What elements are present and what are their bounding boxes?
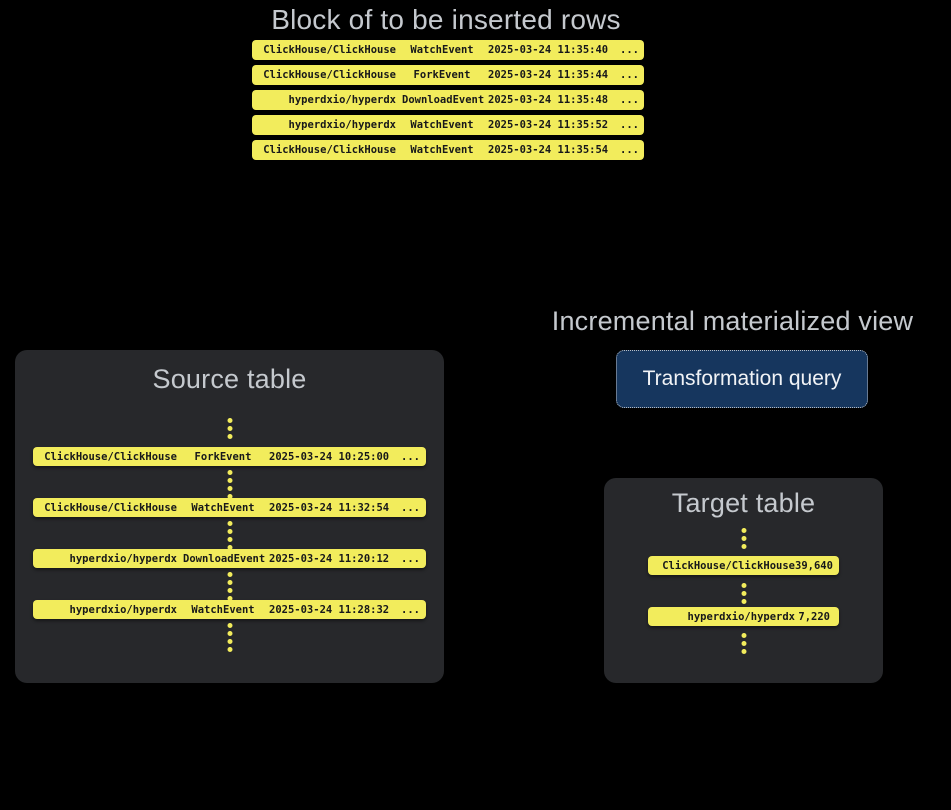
source-table-title: Source table — [152, 364, 307, 394]
row-timestamp: 2025-03-24 11:35:44 — [488, 69, 609, 81]
row-timestamp: 2025-03-24 11:35:48 — [488, 94, 609, 106]
ellipsis-dots — [227, 418, 232, 439]
row-event: ForkEvent — [413, 69, 471, 81]
table-row: ClickHouse/ClickHouse WatchEvent 2025-03… — [252, 140, 644, 160]
row-ellipsis: ... — [401, 450, 420, 463]
ellipsis-dots — [227, 470, 232, 499]
row-ellipsis: ... — [401, 501, 420, 514]
row-timestamp: 2025-03-24 11:28:32 — [269, 603, 390, 616]
table-row: ClickHouse/ClickHouse 39,640 — [648, 556, 839, 575]
row-repo: ClickHouse/ClickHouse — [263, 144, 396, 156]
ellipsis-dots — [227, 521, 232, 550]
table-row: hyperdxio/hyperdx DownloadEvent 2025-03-… — [33, 549, 426, 568]
row-repo: ClickHouse/ClickHouse — [263, 69, 396, 81]
ellipsis-dots — [227, 623, 232, 652]
row-timestamp: 2025-03-24 10:25:00 — [269, 450, 390, 463]
table-row: ClickHouse/ClickHouse ForkEvent 2025-03-… — [33, 447, 426, 466]
row-repo: hyperdxio/hyperdx — [69, 603, 177, 616]
table-row: hyperdxio/hyperdx DownloadEvent 2025-03-… — [252, 90, 644, 110]
row-count: 7,220 — [798, 610, 830, 623]
ellipsis-dots — [741, 583, 746, 604]
row-event: WatchEvent — [410, 44, 474, 56]
row-repo: hyperdxio/hyperdx — [288, 94, 396, 106]
row-repo: ClickHouse/ClickHouse — [44, 450, 177, 463]
source-table-panel: Source table ClickHouse/ClickHouse ForkE… — [15, 350, 444, 683]
row-event: ForkEvent — [194, 450, 252, 463]
row-count: 39,640 — [795, 559, 833, 572]
table-row: hyperdxio/hyperdx WatchEvent 2025-03-24 … — [33, 600, 426, 619]
ellipsis-dots — [741, 528, 746, 549]
table-row: ClickHouse/ClickHouse ForkEvent 2025-03-… — [252, 65, 644, 85]
materialized-view-title: Incremental materialized view — [551, 306, 914, 336]
row-event: WatchEvent — [410, 119, 474, 131]
row-timestamp: 2025-03-24 11:35:52 — [488, 119, 609, 131]
transformation-query-label: Transformation query — [642, 367, 842, 390]
table-row: hyperdxio/hyperdx WatchEvent 2025-03-24 … — [252, 115, 644, 135]
row-ellipsis: ... — [620, 69, 639, 81]
table-row: ClickHouse/ClickHouse WatchEvent 2025-03… — [252, 40, 644, 60]
row-repo: ClickHouse/ClickHouse — [44, 501, 177, 514]
target-table-panel: Target table ClickHouse/ClickHouse 39,64… — [604, 478, 883, 683]
row-timestamp: 2025-03-24 11:20:12 — [269, 552, 390, 565]
insert-block-title: Block of to be inserted rows — [271, 4, 621, 35]
row-ellipsis: ... — [401, 552, 420, 565]
row-timestamp: 2025-03-24 11:35:40 — [488, 44, 609, 56]
ellipsis-dots — [741, 633, 746, 654]
row-event: WatchEvent — [410, 144, 474, 156]
target-table-title: Target table — [671, 488, 816, 518]
row-event: DownloadEvent — [402, 94, 485, 106]
ellipsis-dots — [227, 572, 232, 601]
row-repo: hyperdxio/hyperdx — [687, 610, 795, 623]
row-ellipsis: ... — [620, 44, 639, 56]
row-event: WatchEvent — [191, 501, 255, 514]
table-row: ClickHouse/ClickHouse WatchEvent 2025-03… — [33, 498, 426, 517]
row-timestamp: 2025-03-24 11:35:54 — [488, 144, 609, 156]
row-repo: hyperdxio/hyperdx — [69, 552, 177, 565]
row-ellipsis: ... — [401, 603, 420, 616]
row-repo: ClickHouse/ClickHouse — [662, 559, 795, 572]
transformation-query-chip: Transformation query — [616, 350, 868, 408]
row-event: WatchEvent — [191, 603, 255, 616]
row-ellipsis: ... — [620, 94, 639, 106]
row-ellipsis: ... — [620, 144, 639, 156]
insert-block-rows: ClickHouse/ClickHouse WatchEvent 2025-03… — [252, 40, 644, 160]
row-repo: hyperdxio/hyperdx — [288, 119, 396, 131]
table-row: hyperdxio/hyperdx 7,220 — [648, 607, 839, 626]
row-event: DownloadEvent — [183, 552, 266, 565]
row-ellipsis: ... — [620, 119, 639, 131]
row-timestamp: 2025-03-24 11:32:54 — [269, 501, 390, 514]
row-repo: ClickHouse/ClickHouse — [263, 44, 396, 56]
